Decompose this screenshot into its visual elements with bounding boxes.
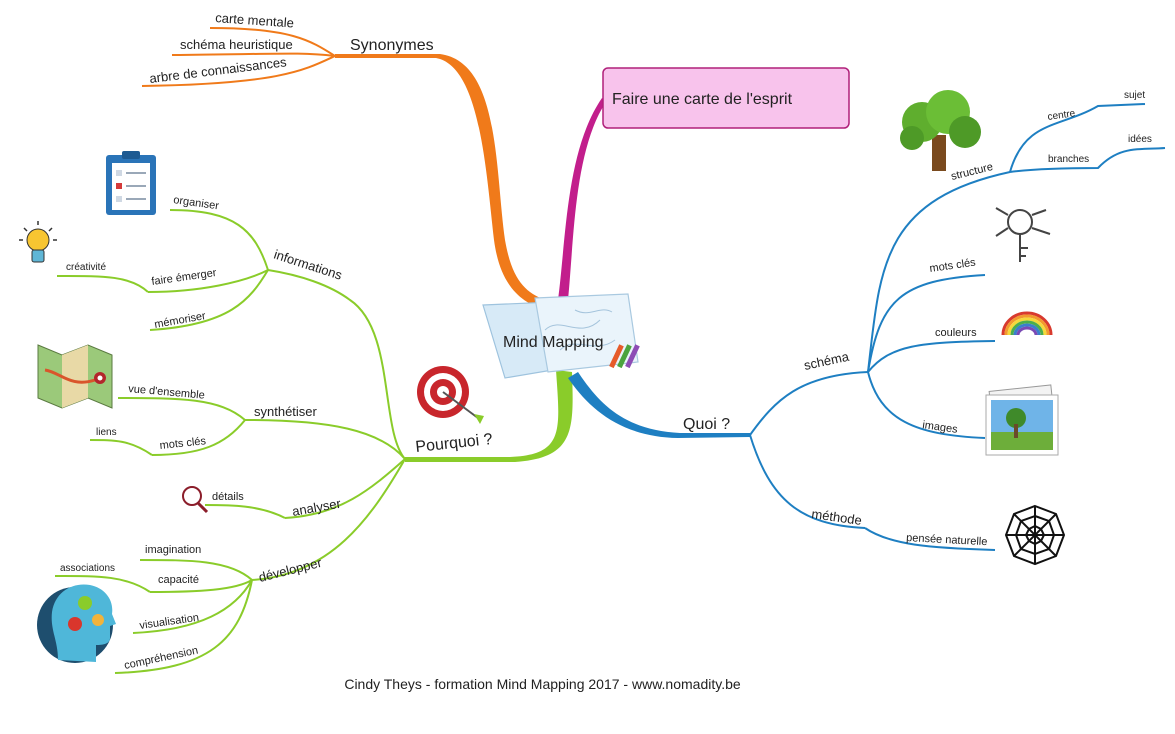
label-memoriser: mémoriser — [153, 310, 207, 331]
branch-synonymes — [335, 54, 545, 310]
key-icon — [995, 207, 1051, 262]
callout-box — [602, 67, 850, 129]
label-liens: liens — [96, 427, 117, 438]
label-sujet: sujet — [1124, 90, 1145, 101]
label-branches: branches — [1048, 154, 1089, 165]
label-associations: associations — [60, 563, 115, 574]
label-carte-mentale: carte mentale — [215, 10, 295, 30]
label-capacite: capacité — [158, 574, 199, 586]
label-analyser: analyser — [291, 496, 343, 519]
center-image — [482, 293, 640, 379]
label-faire-emerger: faire émerger — [151, 267, 218, 288]
label-couleurs: couleurs — [935, 327, 977, 339]
label-creativite: créativité — [66, 262, 106, 273]
label-pourquoi: Pourquoi ? — [415, 431, 494, 456]
synonymes-branches — [141, 27, 336, 87]
label-methode: méthode — [811, 506, 863, 528]
label-imagination: imagination — [145, 544, 201, 556]
head-gears-icon — [37, 584, 116, 663]
branch-quoi — [568, 372, 750, 438]
spiderweb-icon — [1004, 504, 1066, 566]
photo-icon — [985, 384, 1059, 456]
label-arbre-connaissances: arbre de connaissances — [149, 54, 288, 86]
quoi-branches — [749, 103, 1166, 551]
label-idees: idées — [1128, 134, 1152, 145]
branch-carte-esprit — [558, 98, 606, 300]
label-mots-cles-synth: mots clés — [159, 435, 207, 452]
label-developper: développer — [257, 555, 324, 585]
label-synonymes: Synonymes — [350, 37, 434, 54]
label-images: images — [922, 419, 959, 436]
tree-icon — [900, 90, 981, 171]
label-synthetiser: synthétiser — [254, 404, 318, 419]
map-icon — [37, 344, 113, 409]
pourquoi-branches — [54, 209, 406, 674]
callout-text: Faire une carte de l'esprit — [612, 91, 793, 108]
footer-credit: Cindy Theys - formation Mind Mapping 201… — [344, 676, 741, 692]
clipboard-icon — [106, 151, 156, 215]
center-title: Mind Mapping — [503, 334, 604, 351]
target-icon — [417, 366, 484, 424]
label-pensee-naturelle: pensée naturelle — [906, 532, 988, 548]
magnifier-icon — [182, 486, 209, 514]
label-schema: schéma — [803, 349, 851, 373]
label-informations: informations — [272, 247, 344, 283]
label-structure: structure — [950, 161, 994, 183]
label-details: détails — [212, 491, 244, 503]
label-centre: centre — [1047, 108, 1076, 123]
label-mots-cles-schema: mots clés — [929, 257, 977, 275]
label-quoi: Quoi ? — [683, 416, 730, 433]
lightbulb-icon — [19, 221, 57, 263]
label-schema-heuristique: schéma heuristique — [180, 37, 293, 52]
rainbow-icon — [1001, 311, 1053, 336]
